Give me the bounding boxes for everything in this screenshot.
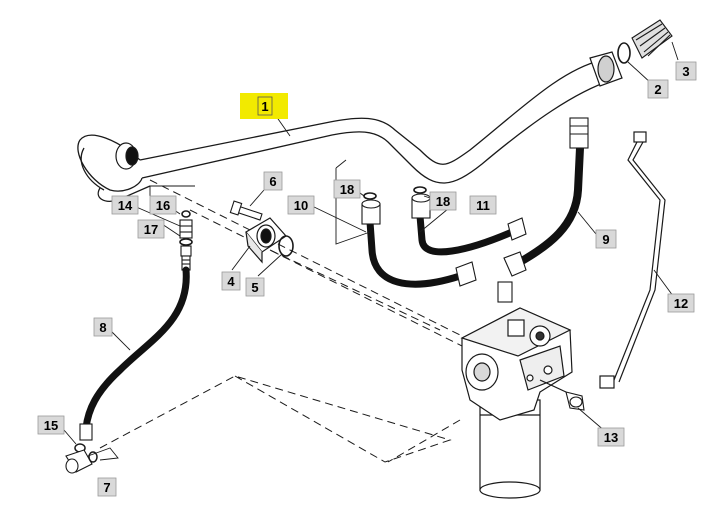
pipe-end-sleeve <box>115 142 139 170</box>
elbow-fitting-part-7 <box>65 443 98 474</box>
callout-12: 12 <box>667 293 695 313</box>
callout-box <box>149 195 177 215</box>
callout-box <box>97 477 117 497</box>
callout-box <box>257 96 273 116</box>
fitting-part-13 <box>565 391 585 411</box>
callout-box <box>37 415 65 435</box>
callout-number: 4 <box>227 274 235 289</box>
tube-part-12 <box>599 131 666 389</box>
pipe-top-end <box>589 51 623 87</box>
hose-part-10 <box>361 192 477 288</box>
callout-box <box>469 195 497 215</box>
callout-11: 11 <box>469 195 497 215</box>
suction-pipe-part-1 <box>77 59 613 202</box>
callout-box <box>675 61 697 81</box>
callout-number: 1 <box>261 99 268 114</box>
callout-box <box>667 293 695 313</box>
callout-box <box>93 317 113 337</box>
callout-14: 14 <box>111 195 139 215</box>
callout-5: 5 <box>245 277 265 297</box>
callout-box <box>429 191 457 211</box>
callout-number: 7 <box>103 480 110 495</box>
fitting-cluster-parts-14-16-17 <box>179 210 193 271</box>
callout-15: 15 <box>37 415 65 435</box>
callout-number: 18 <box>340 182 354 197</box>
callout-number: 6 <box>269 174 276 189</box>
strainer-part-3 <box>631 19 679 61</box>
callout-box <box>111 195 139 215</box>
callout-box <box>595 229 617 249</box>
assembly-dashed-lines <box>99 179 471 463</box>
hose-part-9 <box>497 117 589 303</box>
callout-number: 17 <box>144 222 158 237</box>
callout-18a: 18 <box>333 179 361 199</box>
callout-8: 8 <box>93 317 113 337</box>
callout-number: 3 <box>682 64 689 79</box>
callout-number: 14 <box>118 198 133 213</box>
callout-number: 5 <box>251 280 258 295</box>
hydraulic-pump-assembly <box>460 307 573 499</box>
callout-number: 15 <box>44 418 58 433</box>
hose-part-8 <box>79 266 190 441</box>
callout-18b: 18 <box>429 191 457 211</box>
callout-10: 10 <box>287 195 315 215</box>
callout-13: 13 <box>597 427 625 447</box>
o-ring-part-5 <box>278 235 294 257</box>
callout-number: 10 <box>294 198 308 213</box>
callout-number: 16 <box>156 198 170 213</box>
callout-number: 18 <box>436 194 450 209</box>
callout-box <box>647 79 669 99</box>
callout-box <box>221 271 241 291</box>
callout-number: 8 <box>99 320 106 335</box>
callout-3: 3 <box>675 61 697 81</box>
callout-number: 2 <box>654 82 661 97</box>
flange-part-4 <box>245 217 287 264</box>
callout-number: 11 <box>476 198 490 213</box>
callout-box <box>287 195 315 215</box>
callout-box <box>263 171 283 191</box>
callout-box <box>137 219 165 239</box>
callout-number: 9 <box>602 232 609 247</box>
callout-17: 17 <box>137 219 165 239</box>
callout-number: 13 <box>604 430 618 445</box>
callout-1: 1 <box>240 93 288 119</box>
callout-2: 2 <box>647 79 669 99</box>
hose-part-11 <box>411 186 527 256</box>
callout-7: 7 <box>97 477 117 497</box>
callout-4: 4 <box>221 271 241 291</box>
bolt-part-6 <box>229 200 263 221</box>
callout-6: 6 <box>263 171 283 191</box>
callout-16: 16 <box>149 195 177 215</box>
callout-box <box>245 277 265 297</box>
callout-9: 9 <box>595 229 617 249</box>
callout-number: 12 <box>674 296 688 311</box>
callout-box <box>333 179 361 199</box>
callout-box <box>597 427 625 447</box>
